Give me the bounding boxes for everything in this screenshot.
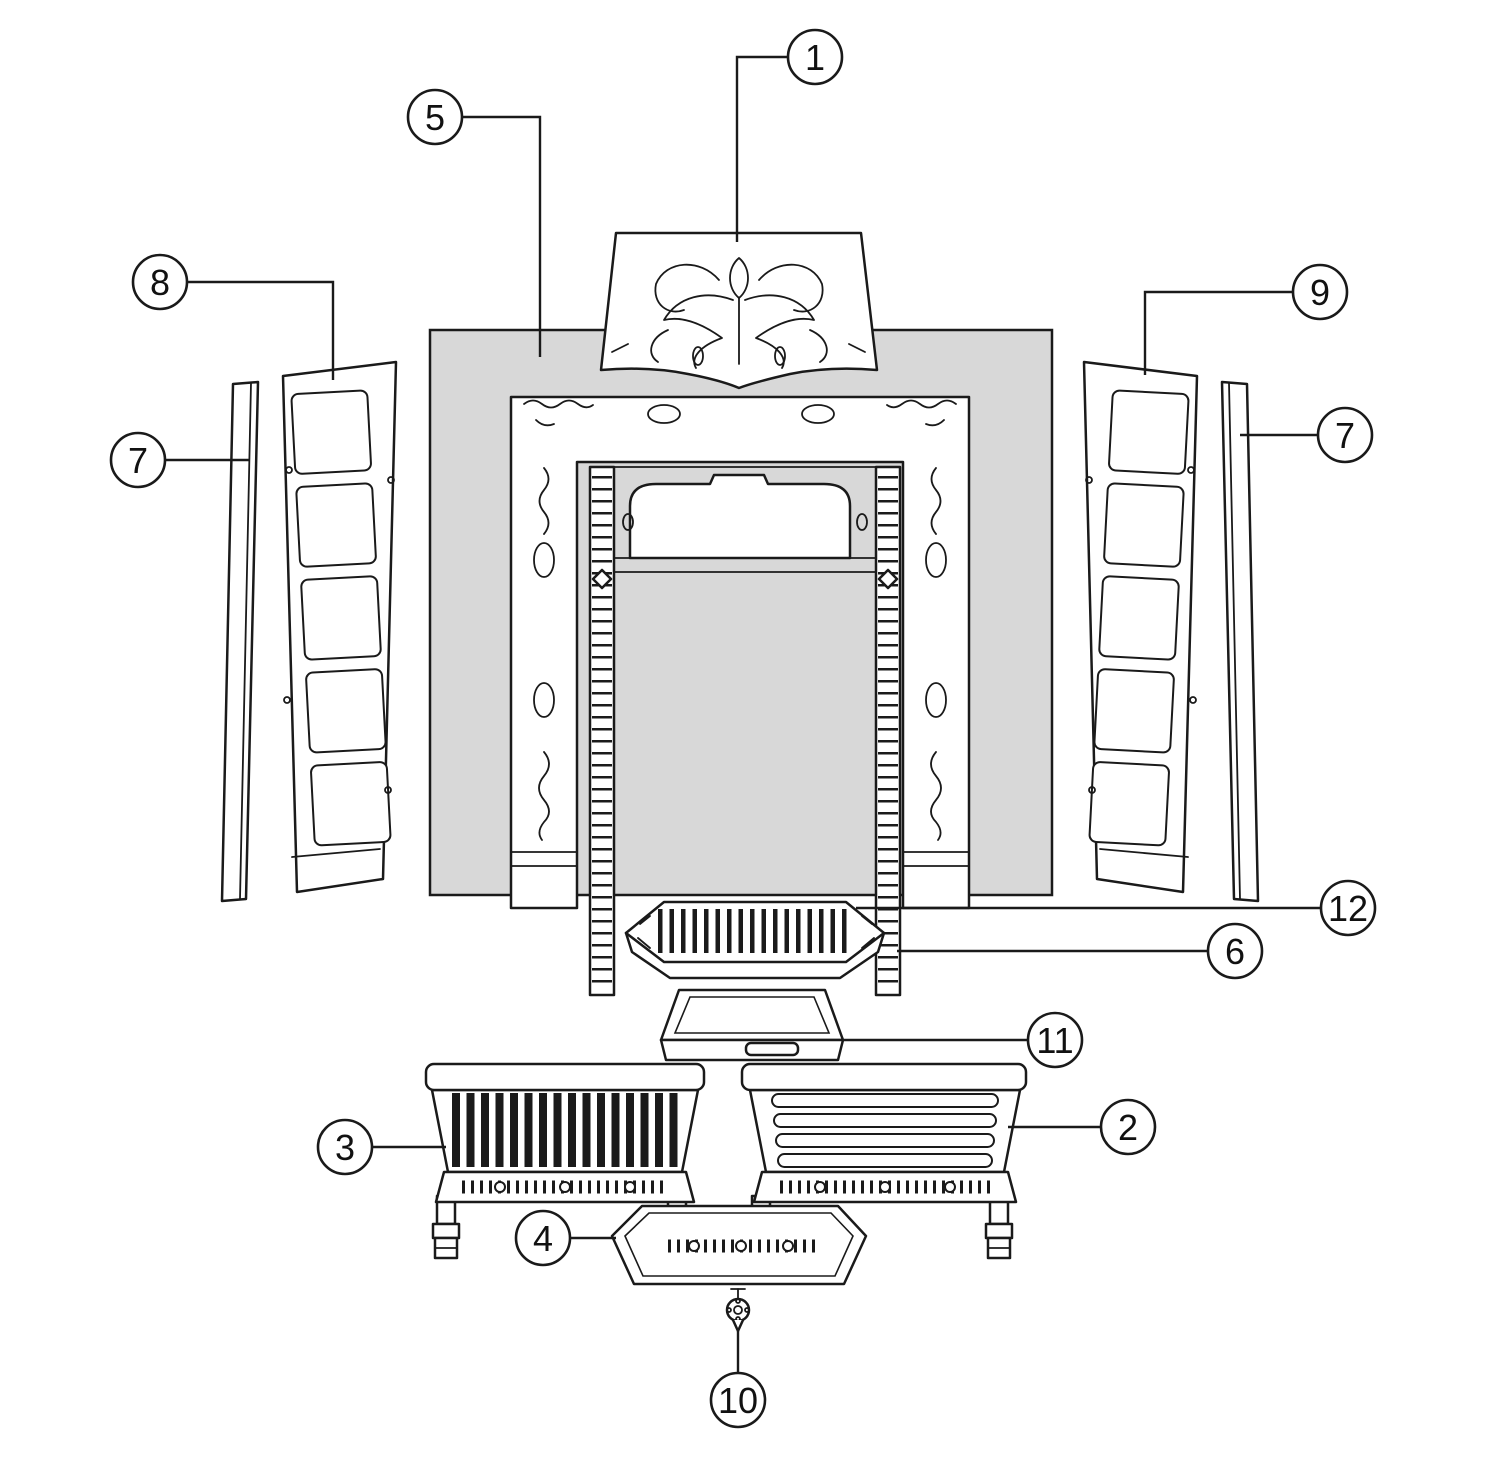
callout-1-canopy: 1 [735, 28, 844, 242]
callout-9-label: 9 [1310, 272, 1330, 313]
callout-6-label: 6 [1225, 931, 1245, 972]
callout-10-knob: 10 [709, 1331, 767, 1429]
fixing-knob [725, 1288, 751, 1333]
callout-7-left-strip: 7 [109, 431, 250, 489]
arch-surround-frame [509, 395, 971, 910]
left-fret [424, 1062, 706, 1260]
callout-7-left-label: 7 [128, 440, 148, 481]
firebox-inner-frame [588, 465, 902, 997]
canopy-hood [599, 231, 879, 390]
callout-4-front-plate: 4 [514, 1209, 616, 1267]
callout-7-right-strip: 7 [1240, 406, 1374, 464]
callout-4-label: 4 [533, 1218, 553, 1259]
callout-6-inner-frame: 6 [897, 922, 1264, 980]
right-side-strip [1220, 380, 1260, 903]
right-jamb-panel [1082, 360, 1199, 894]
front-fender-plate [610, 1204, 868, 1286]
callout-11-ash-pan: 11 [842, 1011, 1084, 1069]
callout-2-label: 2 [1118, 1107, 1138, 1148]
callout-2-right-fret: 2 [1008, 1098, 1157, 1156]
callout-5-back-panel: 5 [406, 88, 542, 357]
left-jamb-panel [281, 360, 398, 894]
callout-3-left-fret: 3 [316, 1118, 446, 1176]
callout-12-label: 12 [1328, 888, 1368, 929]
callout-11-label: 11 [1036, 1020, 1073, 1061]
right-fret [740, 1062, 1028, 1260]
callout-8-label: 8 [150, 262, 170, 303]
callout-7-right-label: 7 [1335, 415, 1355, 456]
callout-8-left-jamb: 8 [131, 253, 335, 380]
callout-1-label: 1 [805, 37, 825, 78]
ash-pan [659, 988, 845, 1062]
callout-5-label: 5 [425, 97, 445, 138]
fire-grate [624, 900, 886, 980]
callout-10-label: 10 [718, 1380, 758, 1421]
callout-9-right-jamb: 9 [1143, 263, 1349, 375]
callouts: 1 5 8 9 7 7 12 [109, 28, 1377, 1429]
callout-12-grate: 12 [856, 879, 1377, 937]
callout-3-label: 3 [335, 1127, 355, 1168]
canopy-ornament [650, 257, 828, 369]
